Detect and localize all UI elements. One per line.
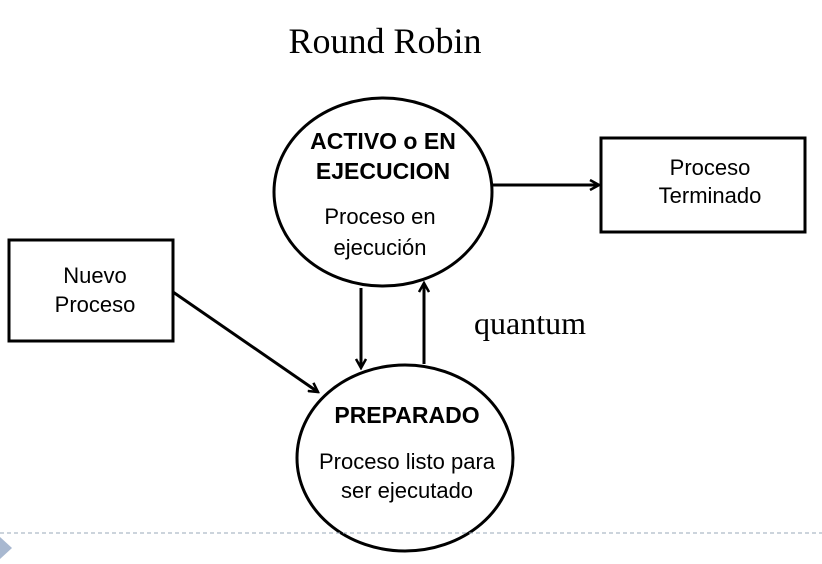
activo-desc-line2: ejecución [333, 235, 427, 260]
activo-heading-line2: EJECUCION [315, 158, 451, 184]
activo-state-circle [272, 96, 494, 288]
preparado-desc-line2: ser ejecutado [340, 478, 474, 503]
activo-heading-line1: ACTIVO o EN [310, 128, 456, 154]
proceso-terminado-box [599, 136, 807, 234]
terminado-line2: Terminado [658, 183, 762, 208]
quantum-label: quantum [474, 305, 586, 341]
nuevo-line1: Nuevo [63, 263, 127, 288]
activo-desc-line1: Proceso en [324, 204, 436, 229]
preparado-desc-line1: Proceso listo para [318, 449, 496, 474]
nuevo-proceso-box [7, 238, 175, 343]
slide-bullet-icon [0, 537, 12, 559]
preparado-state-circle [295, 363, 515, 553]
terminado-line1: Proceso [669, 155, 751, 180]
preparado-heading: PREPARADO [334, 402, 480, 428]
diagram-title: Round Robin [288, 21, 482, 61]
nuevo-line2: Proceso [54, 292, 136, 317]
arrow-nuevo-to-preparado [172, 290, 318, 392]
